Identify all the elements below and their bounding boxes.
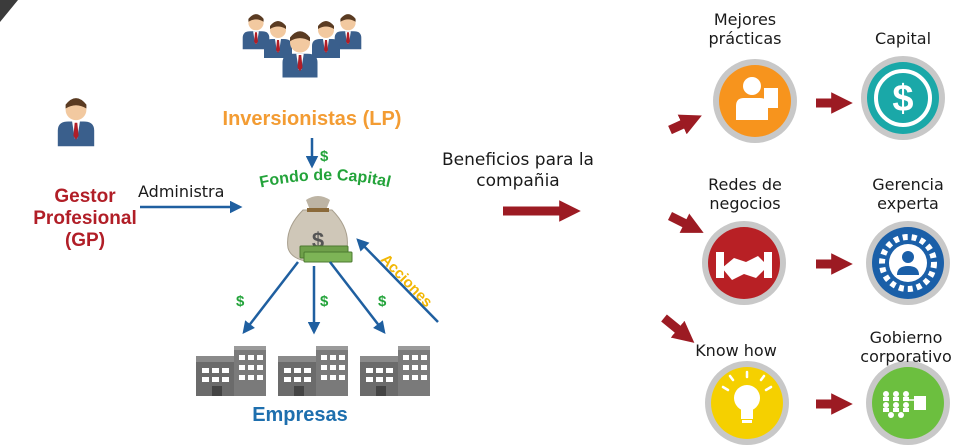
- investors-group-icon: [242, 14, 362, 78]
- funding-dollar-right: $: [378, 293, 387, 310]
- company-building-icon: [278, 346, 348, 396]
- presenter-icon: [713, 59, 797, 143]
- manager-person-icon: [57, 98, 95, 147]
- corner-decoration: [0, 0, 18, 22]
- capital-flow-diagram: $ Fondo de Capital $ Acciones $ $ $: [57, 14, 439, 396]
- benefit-arrow-bottom: [661, 314, 695, 343]
- lightbulb-icon: [705, 361, 789, 445]
- benefit-label-capital: Capital: [874, 29, 932, 48]
- benefit-label-know-how: Know how: [695, 341, 777, 360]
- dollar-icon: $: [861, 56, 945, 140]
- benefits-diagram: $: [503, 56, 950, 445]
- funding-dollar-center: $: [320, 293, 329, 310]
- org-chart-icon: [866, 361, 950, 445]
- fund-label: Fondo de Capital: [258, 167, 392, 191]
- benefit-arrow-middle: [667, 211, 704, 233]
- svg-text:$: $: [892, 78, 913, 120]
- investment-dollar-sign: $: [320, 148, 329, 165]
- money-bag-icon: $: [287, 196, 353, 263]
- funding-dollar-left: $: [236, 293, 245, 310]
- investors-label: Inversionistas (LP): [222, 108, 402, 130]
- manager-label: Gestor Profesional (GP): [33, 186, 137, 251]
- expert-gear-icon: [866, 221, 950, 305]
- company-building-icon: [360, 346, 430, 396]
- company-building-icon: [196, 346, 266, 396]
- shares-arrow: [356, 238, 439, 323]
- benefits-label: Beneficios para la compañia: [442, 150, 594, 191]
- benefit-arrow-top: [668, 114, 702, 135]
- companies-label: Empresas: [252, 404, 348, 426]
- funding-arrow-left: [242, 261, 299, 334]
- funding-arrow-right: [329, 261, 386, 334]
- administers-label: Administra: [138, 182, 225, 201]
- handshake-icon: [702, 221, 786, 305]
